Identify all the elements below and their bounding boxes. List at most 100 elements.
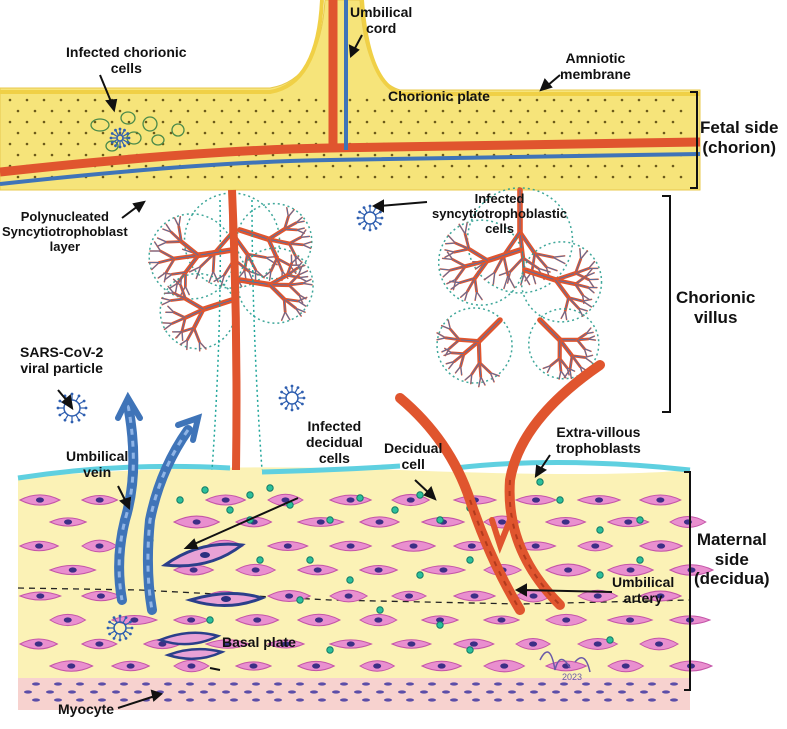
- infected-marker: [392, 507, 398, 513]
- plate-dot: [102, 176, 105, 179]
- myocyte-nucleus: [98, 682, 106, 685]
- plate-dot: [604, 121, 607, 124]
- plate-dot: [459, 132, 462, 135]
- plate-dot: [527, 132, 530, 135]
- plate-dot: [366, 121, 369, 124]
- plate-dot: [408, 176, 411, 179]
- plate-dot: [230, 143, 233, 146]
- myocyte-nucleus: [508, 690, 516, 693]
- myocyte-nucleus: [472, 698, 480, 701]
- myocyte-nucleus: [398, 690, 406, 693]
- plate-dot: [434, 121, 437, 124]
- plate-dot: [655, 165, 658, 168]
- plate-dot: [425, 110, 428, 113]
- myocyte-nucleus: [164, 698, 172, 701]
- plate-dot: [145, 165, 148, 168]
- plate-dot: [629, 132, 632, 135]
- plate-dot: [570, 121, 573, 124]
- myocyte-nucleus: [318, 682, 326, 685]
- myocyte-nucleus: [574, 690, 582, 693]
- plate-dot: [17, 176, 20, 179]
- myocyte-nucleus: [252, 682, 260, 685]
- plate-dot: [289, 154, 292, 157]
- myocyte-nucleus: [552, 690, 560, 693]
- label-umbilical-cord: Umbilical cord: [350, 4, 412, 36]
- plate-dot: [9, 99, 12, 102]
- plate-dot: [187, 110, 190, 113]
- plate-dot: [264, 143, 267, 146]
- label-polynucleated-layer: Polynucleated Syncytiotrophoblast layer: [2, 210, 128, 255]
- myocyte-nucleus: [24, 690, 32, 693]
- plate-dot: [196, 99, 199, 102]
- label-basal-plate: Basal plate: [222, 634, 296, 650]
- plate-dot: [77, 143, 80, 146]
- infected-marker: [467, 647, 473, 653]
- plate-dot: [442, 154, 445, 157]
- myocyte-nucleus: [538, 682, 546, 685]
- plate-dot: [536, 121, 539, 124]
- plate-dot: [570, 99, 573, 102]
- label-maternal-side: Maternal side (decidua): [694, 530, 770, 589]
- plate-dot: [476, 176, 479, 179]
- myocyte-nucleus: [582, 698, 590, 701]
- plate-dot: [145, 143, 148, 146]
- plate-dot: [561, 176, 564, 179]
- myocyte-nucleus: [428, 698, 436, 701]
- plate-dot: [366, 165, 369, 168]
- plate-dot: [26, 99, 29, 102]
- plate-dot: [663, 110, 666, 113]
- myocyte-nucleus: [648, 682, 656, 685]
- plate-dot: [60, 143, 63, 146]
- plate-dot: [417, 165, 420, 168]
- myocyte-nucleus: [464, 690, 472, 693]
- myocyte-nucleus: [230, 682, 238, 685]
- myocyte-nucleus: [68, 690, 76, 693]
- left-stem-villus: [232, 190, 237, 470]
- plate-dot: [561, 132, 564, 135]
- plate-dot: [153, 176, 156, 179]
- plate-dot: [179, 121, 182, 124]
- plate-dot: [553, 99, 556, 102]
- plate-dot: [136, 110, 139, 113]
- plate-dot: [289, 110, 292, 113]
- myocyte-nucleus: [648, 698, 656, 701]
- plate-dot: [264, 121, 267, 124]
- plate-dot: [247, 121, 250, 124]
- plate-dot: [34, 110, 37, 113]
- villous-tree: [522, 242, 602, 322]
- plate-dot: [340, 154, 343, 157]
- plate-dot: [43, 99, 46, 102]
- plate-dot: [408, 154, 411, 157]
- plate-dot: [272, 110, 275, 113]
- plate-dot: [255, 110, 258, 113]
- plate-dot: [604, 99, 607, 102]
- plate-dot: [60, 99, 63, 102]
- plate-dot: [153, 132, 156, 135]
- plate-dot: [102, 110, 105, 113]
- plate-dot: [332, 165, 335, 168]
- infected-marker: [597, 572, 603, 578]
- infected-marker: [247, 492, 253, 498]
- myocyte-nucleus: [362, 698, 370, 701]
- myocyte-nucleus: [54, 682, 62, 685]
- plate-dot: [77, 99, 80, 102]
- plate-dot: [77, 121, 80, 124]
- infected-marker: [327, 647, 333, 653]
- myocyte-nucleus: [604, 682, 612, 685]
- myocyte-nucleus: [626, 698, 634, 701]
- infected-marker: [307, 557, 313, 563]
- plate-dot: [476, 132, 479, 135]
- myocyte-nucleus: [384, 698, 392, 701]
- plate-dot: [425, 176, 428, 179]
- plate-dot: [621, 165, 624, 168]
- plate-dot: [595, 110, 598, 113]
- infected-marker: [437, 622, 443, 628]
- plate-dot: [34, 154, 37, 157]
- plate-dot: [663, 176, 666, 179]
- plate-dot: [349, 121, 352, 124]
- plate-dot: [281, 121, 284, 124]
- plate-dot: [663, 132, 666, 135]
- infected-marker: [202, 487, 208, 493]
- plate-dot: [196, 121, 199, 124]
- label-myocyte: Myocyte: [58, 701, 114, 717]
